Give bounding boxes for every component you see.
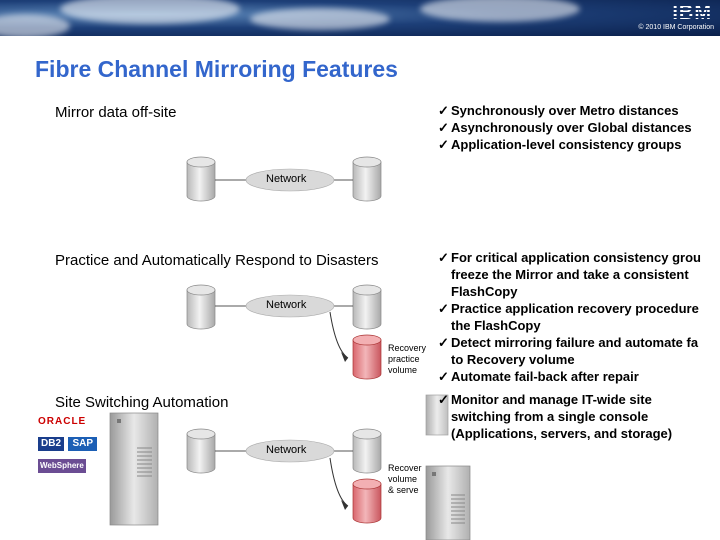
storage-cylinder-icon [352, 284, 382, 330]
network-cloud [245, 439, 335, 463]
storage-cylinder-icon [352, 156, 382, 202]
network-label: Network [266, 173, 307, 185]
list-item: ✓Automate fail-back after repair [438, 369, 639, 384]
application-logos: ORACLE DB2 SAP WebSphere [38, 415, 106, 477]
storage-cylinder-icon [186, 428, 216, 474]
recovery-volume-icon [352, 334, 382, 380]
section-heading-site-switching: Site Switching Automation [55, 394, 229, 411]
bullet-list-mirror: ✓Synchronously over Metro distances ✓Asy… [438, 102, 692, 153]
list-item: ✓Detect mirroring failure and automate f… [438, 335, 699, 350]
sap-logo: SAP [68, 437, 98, 451]
bullet-list-site-switching: ✓Monitor and manage IT-wide site switchi… [438, 392, 673, 441]
list-item: ✓Practice application recovery procedure [438, 301, 699, 316]
list-item: ✓Application-level consistency groups [438, 137, 682, 152]
flashcopy-arrow [329, 457, 349, 507]
flashcopy-arrow [329, 311, 349, 359]
checkmark-icon: ✓ [438, 392, 449, 407]
checkmark-icon: ✓ [438, 137, 449, 152]
network-cloud [245, 294, 335, 318]
checkmark-icon: ✓ [438, 335, 449, 350]
checkmark-icon: ✓ [438, 369, 449, 384]
recovery-server-label: Recover volume & serve [388, 463, 422, 495]
network-label: Network [266, 444, 307, 456]
header-banner: IBM © 2010 IBM Corporation [0, 0, 720, 36]
ibm-logo: IBM [672, 2, 712, 24]
db2-logo: DB2 [38, 437, 65, 451]
checkmark-icon: ✓ [438, 120, 449, 135]
storage-cylinder-icon [352, 428, 382, 474]
server-tower-icon [425, 394, 449, 436]
websphere-logo: WebSphere [38, 459, 86, 473]
network-label: Network [266, 299, 307, 311]
checkmark-icon: ✓ [438, 103, 449, 118]
list-item: ✓Monitor and manage IT-wide site [438, 392, 652, 407]
storage-cylinder-icon [186, 284, 216, 330]
recovery-practice-label: Recovery practice volume [388, 343, 427, 375]
bullet-list-disaster: ✓For critical application consistency gr… [438, 249, 720, 385]
section-heading-mirror: Mirror data off-site [55, 104, 177, 121]
list-item: ✓For critical application consistency gr… [438, 250, 701, 265]
copyright-text: © 2010 IBM Corporation [638, 24, 714, 31]
server-tower-icon [425, 465, 471, 540]
storage-cylinder-icon [186, 156, 216, 202]
oracle-logo: ORACLE [38, 416, 87, 427]
network-cloud [245, 168, 335, 192]
section-heading-disaster: Practice and Automatically Respond to Di… [55, 252, 379, 269]
checkmark-icon: ✓ [438, 301, 449, 316]
slide-title: Fibre Channel Mirroring Features [35, 56, 398, 82]
checkmark-icon: ✓ [438, 250, 449, 265]
list-item: ✓Synchronously over Metro distances [438, 103, 679, 118]
list-item: ✓Asynchronously over Global distances [438, 120, 692, 135]
recovery-volume-icon [352, 478, 382, 524]
server-tower-icon [109, 412, 159, 526]
